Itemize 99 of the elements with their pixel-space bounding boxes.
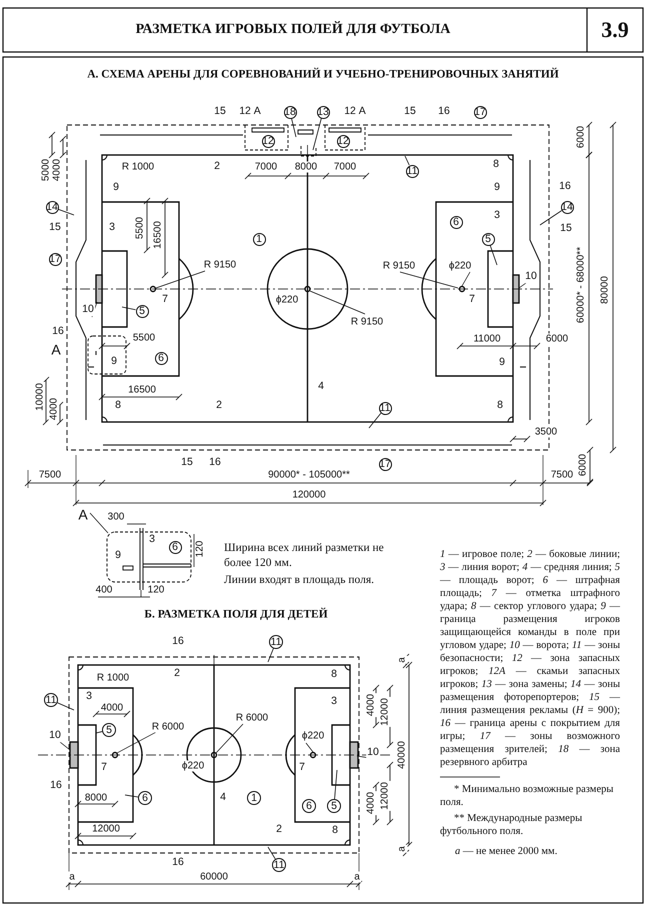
callout-circle: 11: [272, 858, 286, 872]
dimension-label: 4000: [366, 692, 376, 718]
leader-line: [58, 208, 74, 216]
callout-circle: 5: [482, 232, 494, 246]
callout-circle: 6: [138, 791, 152, 805]
dimension-label: 7500: [550, 470, 574, 480]
leader-line: [334, 770, 338, 800]
dimension-label: ϕ220: [180, 760, 206, 772]
legend-text: 1 — игровое поле; 2 — боковые линии; 3 — линия ворот; 4 — средняя линия; 5 — площадь ворот; 6 — штрафная площадь; 7 — отметка штрафного удара; 8 — сектор углового удара; 9 — граница размещения игроков защищающейся команды в поле при угловом ударе; 10 — ворота; 11 — зоны безопасности; 12 — зона запасных игроков; 12А — скамьи запасных игроков; 13 — зона замены; 14 — зоны размещения фоторепортеров; 15 — линия размещения рекламы (H = 900); 16 — граница арены с покрытием для игры; 17 — зоны возможного размещения зрителей; 18 — зона резервного арбитра: [440, 548, 620, 769]
dimension-label: 6000: [544, 334, 570, 344]
dimension-label: 8000: [294, 162, 318, 172]
sheet-title: РАЗМЕТКА ИГРОВЫХ ПОЛЕЙ ДЛЯ ФУТБОЛА: [134, 22, 452, 38]
callout-circle: 14: [560, 200, 574, 214]
dimension-label: ϕ220: [274, 294, 300, 306]
section-heading: А. СХЕМА АРЕНЫ ДЛЯ СОРЕВНОВАНИЙ И УЧЕБНО-ТРЕНИРОВОЧНЫХ ЗАНЯТИЙ: [86, 68, 560, 82]
dimension-label: a: [396, 845, 408, 853]
callout-circle: 11: [406, 164, 418, 178]
dimension-label: 4000: [100, 702, 124, 714]
dimension-label: 12000: [380, 697, 390, 727]
callout-circle: 5: [327, 799, 341, 813]
dimension-label: 6000: [578, 452, 588, 478]
dimension-label: 120000: [291, 490, 327, 500]
leader-line: [368, 412, 382, 428]
dimension-label: R 9150: [350, 316, 384, 328]
footnote-text: а — не менее 2000 мм.: [455, 845, 558, 858]
leader-line: [268, 648, 274, 662]
callout-circle: 11: [269, 635, 283, 649]
leader-line: [540, 210, 562, 226]
dimension-label: ϕ220: [448, 260, 472, 272]
callout-number: 10: [81, 304, 95, 316]
dimension-label: 40000: [396, 740, 408, 770]
dimension-label: 120: [146, 584, 166, 596]
callout-circle: 5: [102, 723, 116, 737]
leader-line: [490, 244, 498, 266]
leader-line: [268, 846, 276, 860]
dimension-label: 12000: [91, 824, 121, 834]
dimension-label: 400: [94, 584, 114, 596]
callout-circle: 5: [136, 304, 148, 318]
section-heading: Б. РАЗМЕТКА ПОЛЯ ДЛЯ ДЕТЕЙ: [143, 608, 329, 622]
note-text: Линии входят в площадь поля.: [224, 573, 376, 588]
dimension-label: 4000: [366, 790, 376, 816]
dimension-label: ϕ220: [300, 730, 326, 742]
leader-line: [122, 306, 136, 310]
dimension-label: 7500: [38, 470, 62, 480]
dimension-label: 60000* - 68000**: [576, 246, 586, 324]
callout-circle: 11: [44, 693, 58, 707]
dimension-label: 6000: [576, 124, 586, 150]
dimension-label: R 6000: [234, 712, 270, 724]
leader-line: [57, 702, 74, 710]
dimension-label: 3500: [534, 426, 558, 438]
dimension-label: 300: [106, 512, 126, 522]
callout-circle: 18: [284, 106, 296, 118]
leader-line: [312, 118, 322, 150]
dimension-label: 10000: [34, 382, 46, 412]
dimension-label: 7000: [332, 162, 358, 172]
dimension-label: 16500: [152, 220, 164, 250]
dimension-label: 80000: [600, 275, 610, 305]
callout-number: 10: [524, 271, 538, 283]
callout-circle: 1: [247, 791, 261, 805]
dimension-label: 11000: [472, 334, 502, 344]
callout-number: 10: [366, 747, 380, 759]
note-text: Ширина всех линий разметки не более 120 мм.: [224, 541, 385, 571]
callout-circle: 12: [262, 134, 274, 148]
footnote-text: ** Международные размеры футбольного поля.: [440, 812, 584, 838]
callout-circle: 12: [336, 134, 350, 148]
callout-circle: 11: [378, 402, 392, 414]
callout-circle: 14: [46, 200, 58, 214]
leader-line: [124, 794, 138, 798]
dimension-label: 5000: [40, 158, 52, 182]
callout-circle: 6: [450, 216, 462, 228]
dimension-label: 5500: [132, 332, 156, 344]
leader-line: [291, 118, 296, 138]
leader-line: [404, 156, 410, 166]
dimension-label: R 1000: [96, 672, 130, 684]
callout-circle: 6: [154, 352, 168, 364]
dimension-label: a: [396, 656, 408, 664]
dimension-label: R 9150: [382, 260, 416, 272]
dimension-label: 5500: [134, 216, 146, 240]
dimension-label: 8000: [84, 792, 108, 804]
dimension-label: a: [68, 872, 76, 882]
callout-circle: 6: [302, 799, 316, 813]
dimension-label: 120: [194, 540, 206, 558]
dimension-label: a: [353, 872, 361, 882]
callout-number: 10: [48, 730, 62, 742]
leader-line: [96, 731, 103, 734]
dimension-label: 7000: [254, 162, 278, 172]
callout-circle: 13: [316, 106, 330, 118]
dimension-label: 4000: [52, 158, 62, 182]
dimension-label: R 6000: [150, 722, 186, 732]
dimension-label: R 1000: [120, 162, 156, 172]
dimension-label: 4000: [48, 396, 60, 422]
footnote-text: * Минимально возможные размеры поля.: [440, 783, 614, 809]
callout-circle: 6: [168, 540, 182, 554]
dimension-label: 16500: [127, 384, 157, 396]
dimension-label: 12000: [380, 781, 390, 811]
dimension-label: 90000* - 105000**: [267, 470, 351, 480]
dimension-label: 60000: [199, 872, 229, 882]
callout-circle: 1: [252, 232, 266, 246]
dimension-label: R 9150: [202, 260, 238, 270]
